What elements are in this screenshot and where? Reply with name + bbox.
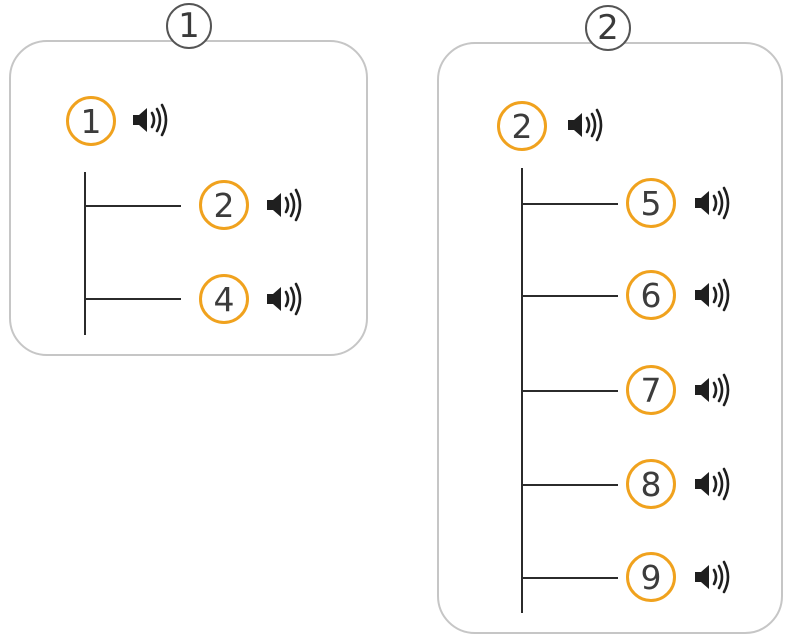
child-number: 8	[626, 459, 676, 509]
tree-branch	[522, 203, 618, 205]
speaker-icon[interactable]	[692, 466, 732, 502]
speaker-icon[interactable]	[264, 187, 304, 223]
speaker-icon[interactable]	[692, 559, 732, 595]
child-number: 5	[626, 178, 676, 228]
speaker-icon[interactable]	[264, 281, 304, 317]
speaker-icon[interactable]	[130, 102, 170, 138]
tree-branch	[522, 577, 618, 579]
speaker-icon[interactable]	[565, 107, 605, 143]
child-number: 9	[626, 552, 676, 602]
group-badge-2: 2	[585, 5, 631, 51]
child-number: 2	[199, 180, 249, 230]
tree-branch	[522, 295, 618, 297]
root-number-1: 1	[66, 96, 116, 146]
tree-branch	[522, 390, 618, 392]
root-number-2: 2	[497, 101, 547, 151]
child-number: 6	[626, 270, 676, 320]
group-box-1	[9, 40, 368, 356]
group-badge-1: 1	[166, 3, 212, 49]
child-number: 7	[626, 365, 676, 415]
tree-branch	[85, 205, 181, 207]
speaker-icon[interactable]	[692, 185, 732, 221]
group-box-2	[437, 42, 783, 634]
child-number: 4	[199, 274, 249, 324]
tree-branch	[85, 298, 181, 300]
speaker-icon[interactable]	[692, 372, 732, 408]
tree-trunk	[84, 172, 86, 335]
speaker-icon[interactable]	[692, 277, 732, 313]
tree-branch	[522, 484, 618, 486]
